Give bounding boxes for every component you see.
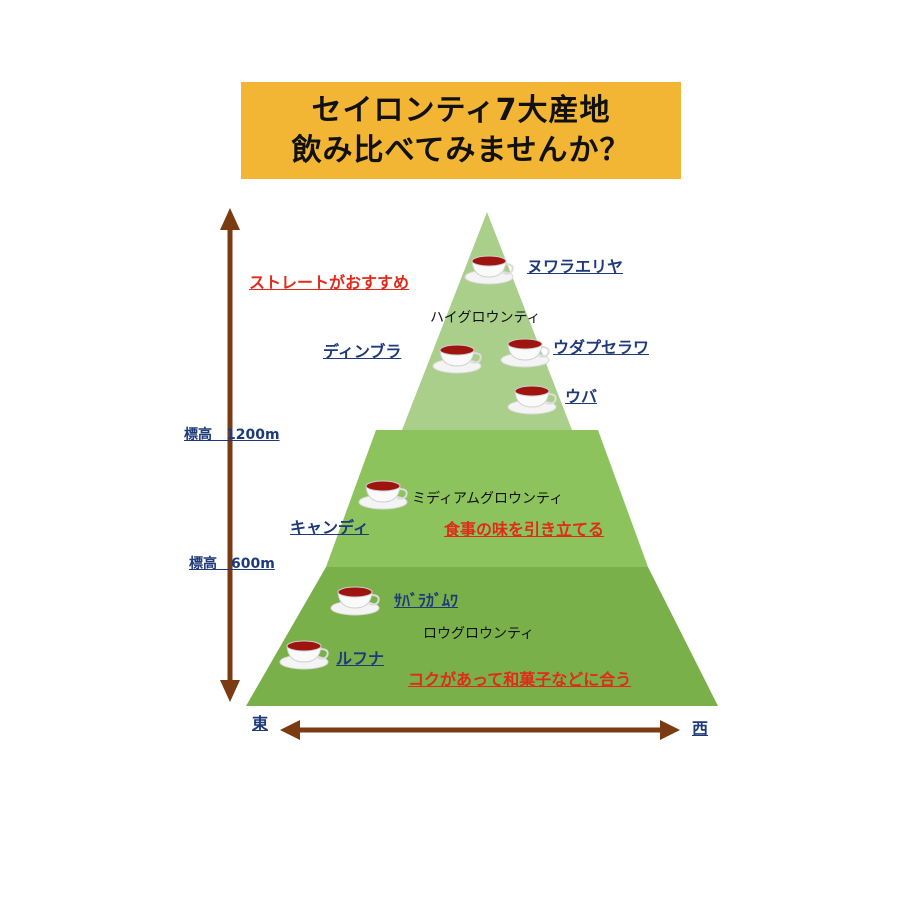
region-sabaragamuwa: ｻﾊﾞﾗｶﾞﾑﾜ [394,591,459,610]
region-nuwara-eliya: ヌワラエリヤ [527,257,624,276]
altitude-1200m-label: 標高 1200m [184,427,280,443]
low-tier-name: ロウグロウンティ [423,626,535,642]
medium-tier-name: ミディアムグロウンティ [412,491,564,507]
east-label: 東 [252,714,269,733]
medium-grown-tier [326,430,648,567]
region-ruhuna: ルフナ [336,649,385,668]
medium-tier-note: 食事の味を引き立てる [444,520,605,539]
region-uva: ウバ [565,387,598,406]
altitude-600m-label: 標高 600m [189,556,275,572]
altitude-arrow [220,208,240,702]
region-uda-pussellawa: ウダプセラワ [553,338,650,357]
title-line-1: セイロンティ7大産地 [311,92,611,128]
high-tier-note: ストレートがおすすめ [249,273,410,292]
region-kandy: キャンディ [290,518,369,537]
high-grown-tier [402,212,572,430]
region-dimbula: ディンブラ [323,342,402,361]
high-tier-name: ハイグロウンティ [430,310,541,326]
east-west-arrow [280,720,680,740]
title-banner: セイロンティ7大産地 飲み比べてみませんか？ [241,82,681,179]
title-line-2: 飲み比べてみませんか？ [291,132,631,168]
west-label: 西 [692,719,709,738]
low-tier-note: コクがあって和菓子などに合う [408,670,632,689]
